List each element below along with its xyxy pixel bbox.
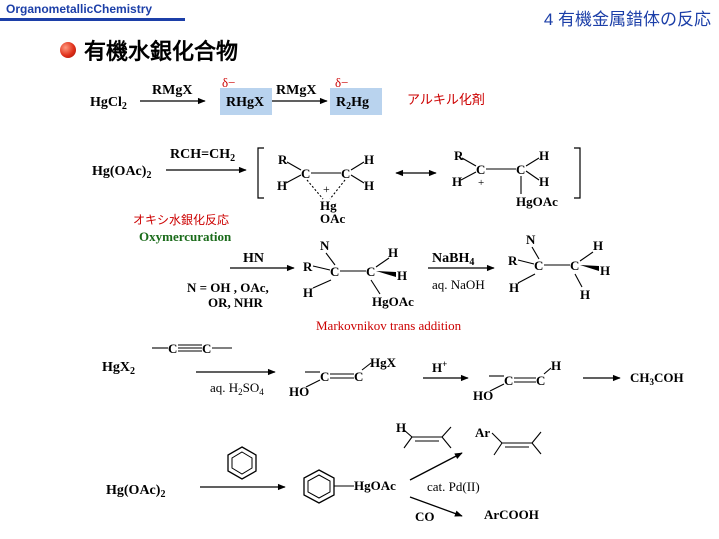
svg-text:H: H — [509, 280, 519, 295]
scheme-alkyne-hydration: HgX2 C C aq. H2SO4 HO C C HgX H+ HO — [102, 341, 684, 403]
pd-catalyst: cat. Pd(II) — [427, 479, 480, 494]
alkene-substrate: H — [396, 420, 452, 449]
r2hg-label: R2Hg — [336, 95, 369, 112]
nucleophile-note-1: N = OH , OAc, — [187, 280, 269, 295]
svg-text:C: C — [570, 258, 579, 273]
hgcl2-label: HgCl2 — [90, 95, 127, 112]
svg-text:N: N — [526, 232, 536, 247]
svg-text:C: C — [536, 373, 545, 388]
delta-1: δ− — [222, 75, 235, 90]
slide-header: OrganometallicChemistry 4 有機金属錯体の反応 — [0, 0, 719, 30]
final-product: CH3COH — [630, 370, 684, 387]
hn-reagent: HN — [243, 251, 264, 266]
scheme-arylmercury: Hg(OAc)2 HgOAc H Ar — [106, 420, 542, 524]
reagent-rmgx-1: RMgX — [152, 83, 192, 98]
svg-text:HgOAc: HgOAc — [372, 294, 414, 309]
slide-title: 有機水銀化合物 — [84, 39, 239, 64]
delta-2: δ− — [335, 75, 348, 90]
svg-text:OAc: OAc — [320, 211, 346, 226]
phenyl-hgoac: HgOAc — [354, 478, 396, 493]
svg-text:H: H — [277, 178, 287, 193]
red-bullet-icon — [60, 42, 76, 58]
hgoac2-label-2: Hg(OAc)2 — [106, 483, 165, 500]
svg-text:H: H — [593, 238, 603, 253]
svg-text:H: H — [580, 287, 590, 302]
mercurinium-ion: R H C C H H + Hg OAc — [277, 152, 374, 226]
svg-text:C: C — [330, 264, 339, 279]
svg-text:R: R — [508, 253, 518, 268]
phenyl-ring-icon — [303, 469, 335, 504]
svg-text:C: C — [534, 258, 543, 273]
alkyne-c1: C — [168, 341, 177, 356]
svg-text:H: H — [364, 178, 374, 193]
svg-text:H: H — [600, 263, 610, 278]
svg-text:H: H — [452, 174, 462, 189]
scheme-alkylation: HgCl2 RMgX δ− RHgX RMgX δ− R2Hg アルキル化剤 — [90, 75, 485, 115]
svg-text:HgX: HgX — [370, 355, 397, 370]
svg-text:H: H — [539, 148, 549, 163]
svg-text:+: + — [478, 177, 484, 189]
highlight-box-r2hg — [330, 88, 382, 115]
svg-text:H: H — [303, 285, 313, 300]
svg-text:+: + — [323, 182, 330, 196]
hgx2-label: HgX2 — [102, 360, 135, 377]
acid-conditions: aq. H2SO4 — [210, 380, 264, 397]
oxymercuration-en: Oxymercuration — [139, 229, 232, 244]
svg-text:N: N — [320, 238, 330, 253]
svg-text:C: C — [366, 264, 375, 279]
bracket-right — [574, 147, 581, 199]
vinylmercury-intermediate: HO C C HgX — [289, 355, 397, 399]
svg-text:H: H — [364, 152, 374, 167]
arcooh-product: ArCOOH — [484, 507, 539, 522]
reagent-rmgx-2: RMgX — [276, 83, 316, 98]
oxymercuration-jp: オキシ水銀化反応 — [133, 213, 229, 227]
svg-text:H: H — [551, 358, 561, 373]
svg-text:C: C — [516, 162, 525, 177]
header-rule — [0, 18, 185, 21]
naoh-reagent: aq. NaOH — [432, 277, 485, 292]
alkylating-agent-label: アルキル化剤 — [407, 92, 485, 107]
nucleophile-note-2: OR, NHR — [208, 295, 264, 310]
svg-text:HO: HO — [289, 384, 309, 399]
bracket-left — [257, 147, 264, 199]
co-reagent: CO — [415, 509, 435, 524]
svg-text:C: C — [476, 162, 485, 177]
arrow-11 — [409, 496, 463, 517]
benzene-ring-icon — [227, 446, 257, 480]
chapter-title: 4 有機金属錯体の反応 — [543, 10, 711, 29]
enol-intermediate: HO C C H — [473, 358, 561, 403]
organomercury-adduct: N R H C C H H HgOAc — [303, 238, 414, 309]
aryl-alkene-product — [491, 431, 542, 456]
svg-text:R: R — [454, 148, 464, 163]
svg-text:C: C — [320, 369, 329, 384]
svg-text:C: C — [504, 373, 513, 388]
proton-reagent: H+ — [432, 359, 447, 375]
highlight-box-rhgx — [220, 88, 272, 115]
svg-text:H: H — [539, 174, 549, 189]
svg-text:H: H — [388, 245, 398, 260]
svg-text:R: R — [278, 152, 288, 167]
hgoac2-label: Hg(OAc)2 — [92, 164, 151, 181]
svg-text:C: C — [354, 369, 363, 384]
svg-text:C: C — [301, 166, 310, 181]
ar-label: Ar — [475, 425, 490, 440]
markovnikov-caption: Markovnikov trans addition — [316, 318, 462, 333]
arrow-10 — [409, 452, 463, 481]
svg-text:C: C — [341, 166, 350, 181]
svg-text:H: H — [396, 420, 406, 435]
nabh4-reagent: NaBH4 — [432, 251, 474, 268]
svg-text:Hg: Hg — [320, 198, 337, 213]
scheme-oxymercuration: Hg(OAc)2 RCH=CH2 R H C C H H + Hg OAc — [92, 147, 610, 333]
alkyne-c2: C — [202, 341, 211, 356]
markovnikov-product: N R H C C H H H — [508, 232, 610, 302]
svg-text:R: R — [303, 259, 313, 274]
rhgx-label: RHgX — [226, 95, 264, 110]
svg-text:H: H — [397, 268, 407, 283]
svg-text:HgOAc: HgOAc — [516, 194, 558, 209]
alkene-reagent: RCH=CH2 — [170, 147, 235, 164]
svg-text:HO: HO — [473, 388, 493, 403]
carbocation-form: R H C + C H H HgOAc — [452, 148, 558, 209]
course-title: OrganometallicChemistry — [6, 2, 153, 16]
